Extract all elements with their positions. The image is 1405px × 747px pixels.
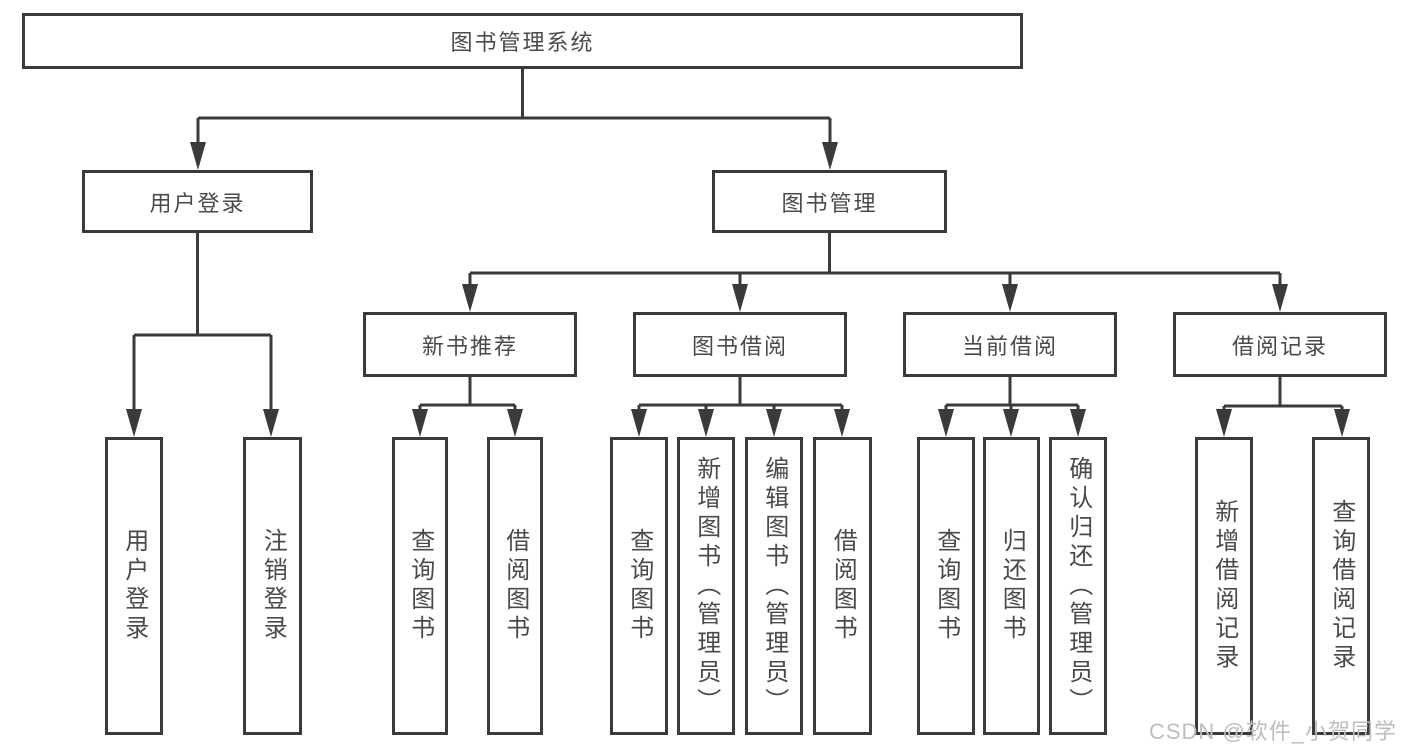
leaf-label: 查询借阅记录 xyxy=(1327,499,1355,673)
leaf-borrow-books-recommend: 借阅图书 xyxy=(487,437,543,735)
leaf-user-login: 用户登录 xyxy=(105,437,163,735)
leaf-label: 借阅图书 xyxy=(501,528,529,644)
leaf-label: 查询图书 xyxy=(932,528,960,644)
node-borrow-records-label: 借阅记录 xyxy=(1231,333,1328,359)
leaf-label: 新增图书（管理员） xyxy=(692,455,720,717)
connector-root-to-level2 xyxy=(190,69,838,170)
node-new-book-recommend: 新书推荐 xyxy=(363,312,577,377)
node-root-label: 图书管理系统 xyxy=(450,30,595,55)
leaf-label: 注销登录 xyxy=(259,528,287,644)
connector-new-book-recommend-to-leaves xyxy=(412,377,523,437)
node-user-login-label: 用户登录 xyxy=(149,190,246,216)
node-new-book-recommend-label: 新书推荐 xyxy=(421,333,518,359)
leaf-label: 新增借阅记录 xyxy=(1210,499,1238,673)
leaf-label: 用户登录 xyxy=(120,528,148,644)
leaf-query-books-recommend: 查询图书 xyxy=(392,437,448,735)
connector-borrow-records-to-leaves xyxy=(1216,377,1350,437)
leaf-query-books-borrow: 查询图书 xyxy=(610,437,668,735)
leaf-add-books-admin: 新增图书（管理员） xyxy=(677,437,735,735)
leaf-label: 归还图书 xyxy=(998,528,1026,644)
node-book-borrow: 图书借阅 xyxy=(633,312,847,377)
node-user-login: 用户登录 xyxy=(82,170,313,233)
node-book-management-label: 图书管理 xyxy=(781,190,878,216)
leaf-add-borrow-record: 新增借阅记录 xyxy=(1195,437,1253,735)
leaf-label: 查询图书 xyxy=(406,528,434,644)
leaf-logout: 注销登录 xyxy=(243,437,302,735)
leaf-label: 确认归还（管理员） xyxy=(1064,455,1092,717)
node-current-borrow-label: 当前借阅 xyxy=(961,333,1058,359)
node-current-borrow: 当前借阅 xyxy=(903,312,1117,377)
node-borrow-records: 借阅记录 xyxy=(1173,312,1387,377)
leaf-query-borrow-record: 查询借阅记录 xyxy=(1312,437,1370,735)
leaf-return-books: 归还图书 xyxy=(983,437,1040,735)
connector-book-borrow-to-leaves xyxy=(631,377,850,437)
leaf-label: 借阅图书 xyxy=(829,528,857,644)
node-book-borrow-label: 图书借阅 xyxy=(691,333,788,359)
leaf-edit-books-admin: 编辑图书（管理员） xyxy=(745,437,803,735)
csdn-watermark: CSDN @软件_小贺同学 xyxy=(1148,719,1397,744)
leaf-borrow-books: 借阅图书 xyxy=(813,437,872,735)
connector-current-borrow-to-leaves xyxy=(938,377,1086,437)
connector-user-login-to-leaves xyxy=(126,233,279,437)
node-root-system: 图书管理系统 xyxy=(22,13,1023,69)
leaf-confirm-return-admin: 确认归还（管理员） xyxy=(1049,437,1107,735)
leaf-label: 查询图书 xyxy=(625,528,653,644)
node-book-management: 图书管理 xyxy=(712,170,947,233)
leaf-label: 编辑图书（管理员） xyxy=(760,455,788,717)
connector-book-management-to-level3 xyxy=(462,233,1288,312)
leaf-query-books-current: 查询图书 xyxy=(917,437,975,735)
